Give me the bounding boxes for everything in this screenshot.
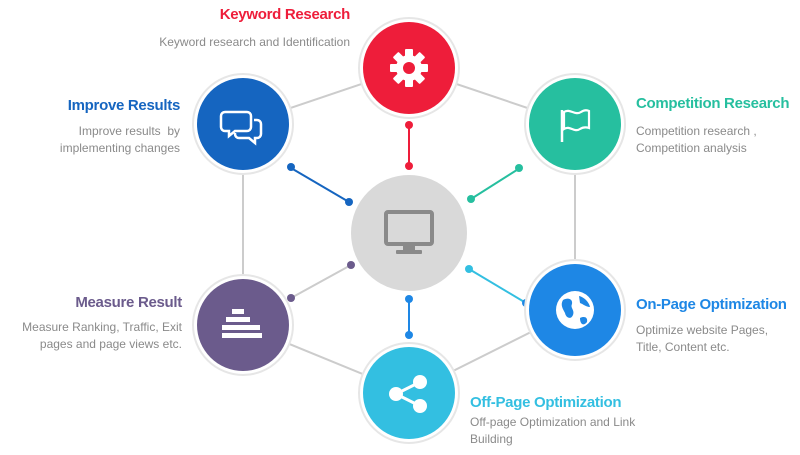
improve-title: Improve Results xyxy=(67,97,181,114)
keyword-title: Keyword Research xyxy=(219,6,351,23)
spoke-onpage xyxy=(468,268,527,304)
competition-title: Competition Research xyxy=(636,95,790,112)
spoke-offpage-dot xyxy=(405,331,413,339)
onpage-desc-line: Optimize website Pages, xyxy=(636,323,769,337)
spoke-improve xyxy=(290,167,350,203)
offpage-title: Off-Page Optimization xyxy=(470,394,622,411)
spoke-keyword-dot xyxy=(405,121,413,129)
onpage-desc: Optimize website Pages, Title, Content e… xyxy=(636,322,798,356)
measure-desc: Measure Ranking, Traffic, Exit pages and… xyxy=(4,319,182,353)
measure-title: Measure Result xyxy=(75,294,182,311)
spoke-competition-dot xyxy=(515,164,523,172)
improve-desc: Improve results by implementing changes xyxy=(4,123,180,157)
spoke-measure-dot xyxy=(287,294,295,302)
competition-node xyxy=(524,73,626,175)
measure-desc-line: Measure Ranking, Traffic, Exit xyxy=(22,320,182,334)
onpage-label: On-Page Optimization Optimize website Pa… xyxy=(636,296,798,356)
keyword-node xyxy=(358,17,460,119)
onpage-desc-line: Title, Content etc. xyxy=(636,340,730,354)
measure-label: Measure Result Measure Ranking, Traffic,… xyxy=(4,294,182,353)
offpage-node xyxy=(358,342,460,444)
flag-icon xyxy=(560,109,591,142)
gear-icon xyxy=(390,49,428,87)
spoke-onpage-dot xyxy=(465,265,473,273)
improve-desc-line: implementing changes xyxy=(59,141,180,155)
share-icon xyxy=(389,375,427,413)
chat-icon xyxy=(219,110,263,146)
spoke-measure xyxy=(290,264,352,299)
bars-icon xyxy=(222,309,262,338)
onpage-title: On-Page Optimization xyxy=(636,296,787,313)
offpage-desc: Off-page Optimization and Link Building xyxy=(470,414,670,448)
offpage-label: Off-Page Optimization Off-page Optimizat… xyxy=(470,394,670,448)
competition-desc-line: Competition research , xyxy=(636,124,757,138)
spoke-measure-dot xyxy=(347,261,355,269)
spoke-offpage-dot xyxy=(405,295,413,303)
globe-icon xyxy=(556,291,594,329)
improve-label: Improve Results Improve results by imple… xyxy=(4,97,180,157)
spoke-improve-dot xyxy=(287,163,295,171)
spoke-keyword-dot xyxy=(405,162,413,170)
spoke-improve-dot xyxy=(345,198,353,206)
competition-desc: Competition research , Competition analy… xyxy=(636,123,798,157)
keyword-desc: Keyword research and Identification xyxy=(159,35,350,49)
improve-node xyxy=(192,73,294,175)
onpage-node xyxy=(524,259,626,361)
competition-desc-line: Competition analysis xyxy=(636,141,747,155)
center-node xyxy=(351,175,467,291)
keyword-label: Keyword Research Keyword research and Id… xyxy=(140,6,350,51)
measure-desc-line: pages and page views etc. xyxy=(39,337,182,351)
improve-desc-line: Improve results by xyxy=(78,124,180,138)
spoke-competition-dot xyxy=(467,195,475,203)
offpage-desc-line: Building xyxy=(470,432,513,446)
offpage-desc-line: Off-page Optimization and Link xyxy=(470,415,636,429)
monitor-icon xyxy=(384,210,434,254)
competition-label: Competition Research Competition researc… xyxy=(636,95,798,157)
measure-node xyxy=(192,274,294,376)
spoke-competition xyxy=(470,167,521,200)
